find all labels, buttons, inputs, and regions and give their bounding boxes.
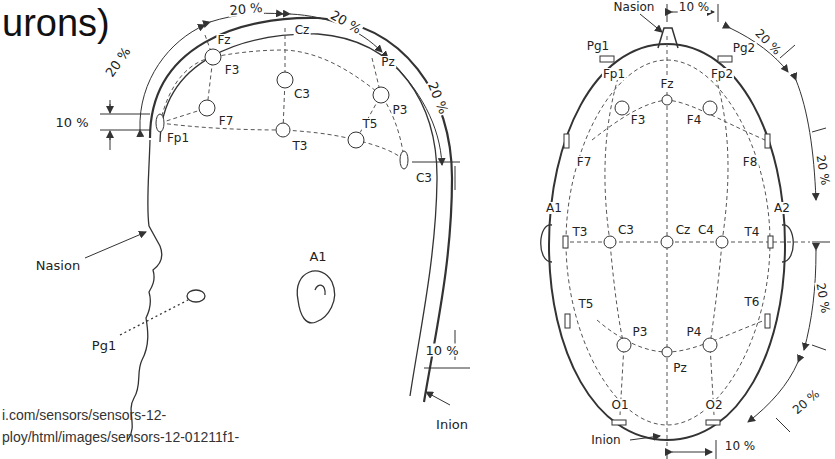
electrode-label: F4 [686, 114, 703, 126]
slide-title: urons) [2, 4, 110, 42]
electrode-label: F8 [742, 156, 759, 168]
electrode-label: T6 [744, 296, 761, 308]
electrode-label: T5 [578, 298, 595, 310]
electrode-label: P4 [686, 326, 703, 338]
electrode-label: Cz [675, 224, 692, 236]
electrode-label: C3 [415, 172, 433, 184]
landmark-label: Inion [590, 434, 621, 446]
electrode-label: Fz [659, 78, 674, 90]
dimension: 20 % [815, 153, 832, 187]
electrode-label: A2 [773, 202, 791, 214]
electrode-label: Pg2 [732, 42, 757, 54]
dimension: 10 % [54, 116, 89, 129]
dimension: 20 % [103, 44, 134, 80]
electrode-label: Pz [380, 56, 396, 68]
dimension: 20 % [425, 79, 450, 116]
electrode-label: F3 [630, 114, 647, 126]
electrode-label: T3 [292, 140, 309, 152]
dimension: 20 % [815, 281, 832, 315]
landmark-label: Nasion [35, 259, 81, 272]
electrode-label: Fp1 [166, 132, 190, 144]
source-link: i.com/sensors/sensors-12- [2, 408, 166, 422]
electrode-label: P3 [392, 104, 409, 116]
electrode-label: Pg1 [586, 40, 611, 52]
electrode-label: T4 [744, 226, 761, 238]
electrode-label: F7 [576, 156, 593, 168]
dimension: 20 % [328, 8, 365, 37]
dimension: 20 % [228, 1, 264, 17]
electrode-label: T5 [362, 118, 379, 130]
source-link: ploy/html/images/sensors-12-01211f1- [2, 430, 239, 444]
electrode-label: C4 [697, 224, 715, 236]
electrode-label: C3 [617, 224, 635, 236]
electrode-label: A1 [545, 202, 563, 214]
electrode-label: C3 [293, 88, 311, 100]
electrode-label: F3 [224, 64, 241, 76]
dimension: 20 % [790, 387, 823, 417]
dimension: 20 % [752, 26, 783, 57]
landmark-label: Nasion [613, 1, 656, 13]
electrode-label: Fp1 [602, 68, 626, 80]
electrode-label: O2 [704, 399, 723, 411]
dimension: 10 % [724, 440, 757, 452]
electrode-label: Pz [672, 362, 688, 374]
electrode-label: P3 [632, 326, 649, 338]
electrode-label: Fp2 [710, 68, 734, 80]
electrode-label: T3 [572, 226, 589, 238]
electrode-label: Cz [294, 24, 311, 36]
electrode-label: Fz [216, 34, 231, 46]
electrode-label: F7 [218, 115, 235, 127]
landmark-label: Inion [435, 418, 469, 431]
dimension: 10 % [424, 344, 459, 357]
dimension: 10 % [678, 1, 711, 13]
electrode-label: O1 [610, 399, 629, 411]
electrode-label: A1 [308, 250, 327, 263]
electrode-label: Pg1 [91, 339, 117, 352]
